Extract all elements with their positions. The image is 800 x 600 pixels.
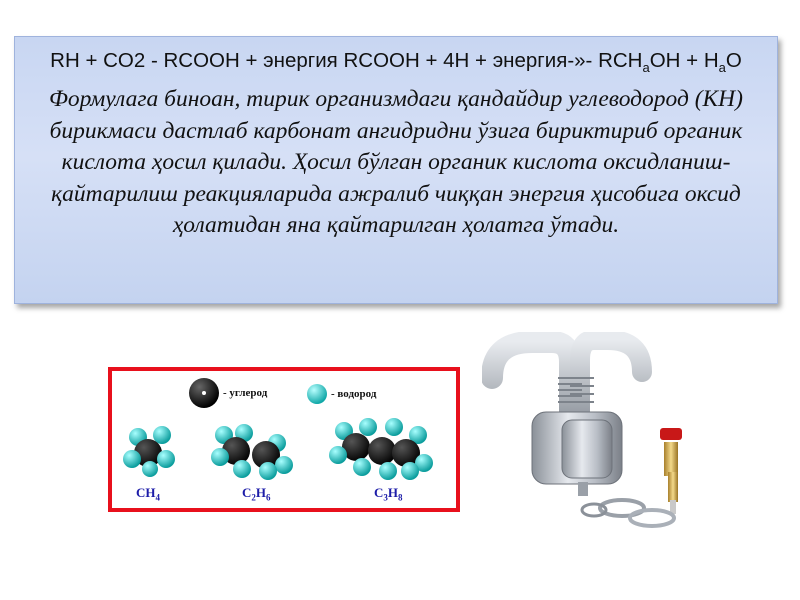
ethane-model	[211, 424, 293, 480]
propane-label: C3H8	[374, 485, 403, 503]
hydrogen-atom-icon	[307, 384, 327, 404]
propane-model	[329, 418, 433, 480]
hydrocarbon-molecules-panel: - углерод - водород	[108, 367, 460, 512]
slide-description: Формулага биноан, тирик организмдаги қан…	[49, 86, 743, 238]
legend-carbon-label: - углерод	[223, 387, 268, 399]
slide-text-box: RH + CO2 - RCOOH + энергия RCOOH + 4H + …	[14, 36, 778, 304]
legend-carbon: - углерод	[188, 377, 267, 409]
formula-part: OH + H	[649, 49, 719, 72]
formula-part: RH + CO2 - RCOOH + энергия RCOOH + 4H + …	[50, 49, 643, 72]
reaction-formula: RH + CO2 - RCOOH + энергия RCOOH + 4H + …	[29, 45, 763, 76]
formula-subscript: a	[642, 60, 650, 75]
molecule-models	[123, 418, 433, 480]
gas-apparatus-image	[482, 332, 682, 528]
formula-part: O	[725, 49, 742, 72]
legend-hydrogen: - водород	[306, 383, 376, 405]
methane-model	[123, 426, 175, 477]
formula-subscript: a	[718, 60, 726, 75]
carbon-atom-icon	[189, 378, 219, 408]
legend-hydrogen-label: - водород	[331, 388, 377, 400]
methane-label: CH4	[136, 485, 160, 503]
ethane-label: C2H6	[242, 485, 271, 503]
